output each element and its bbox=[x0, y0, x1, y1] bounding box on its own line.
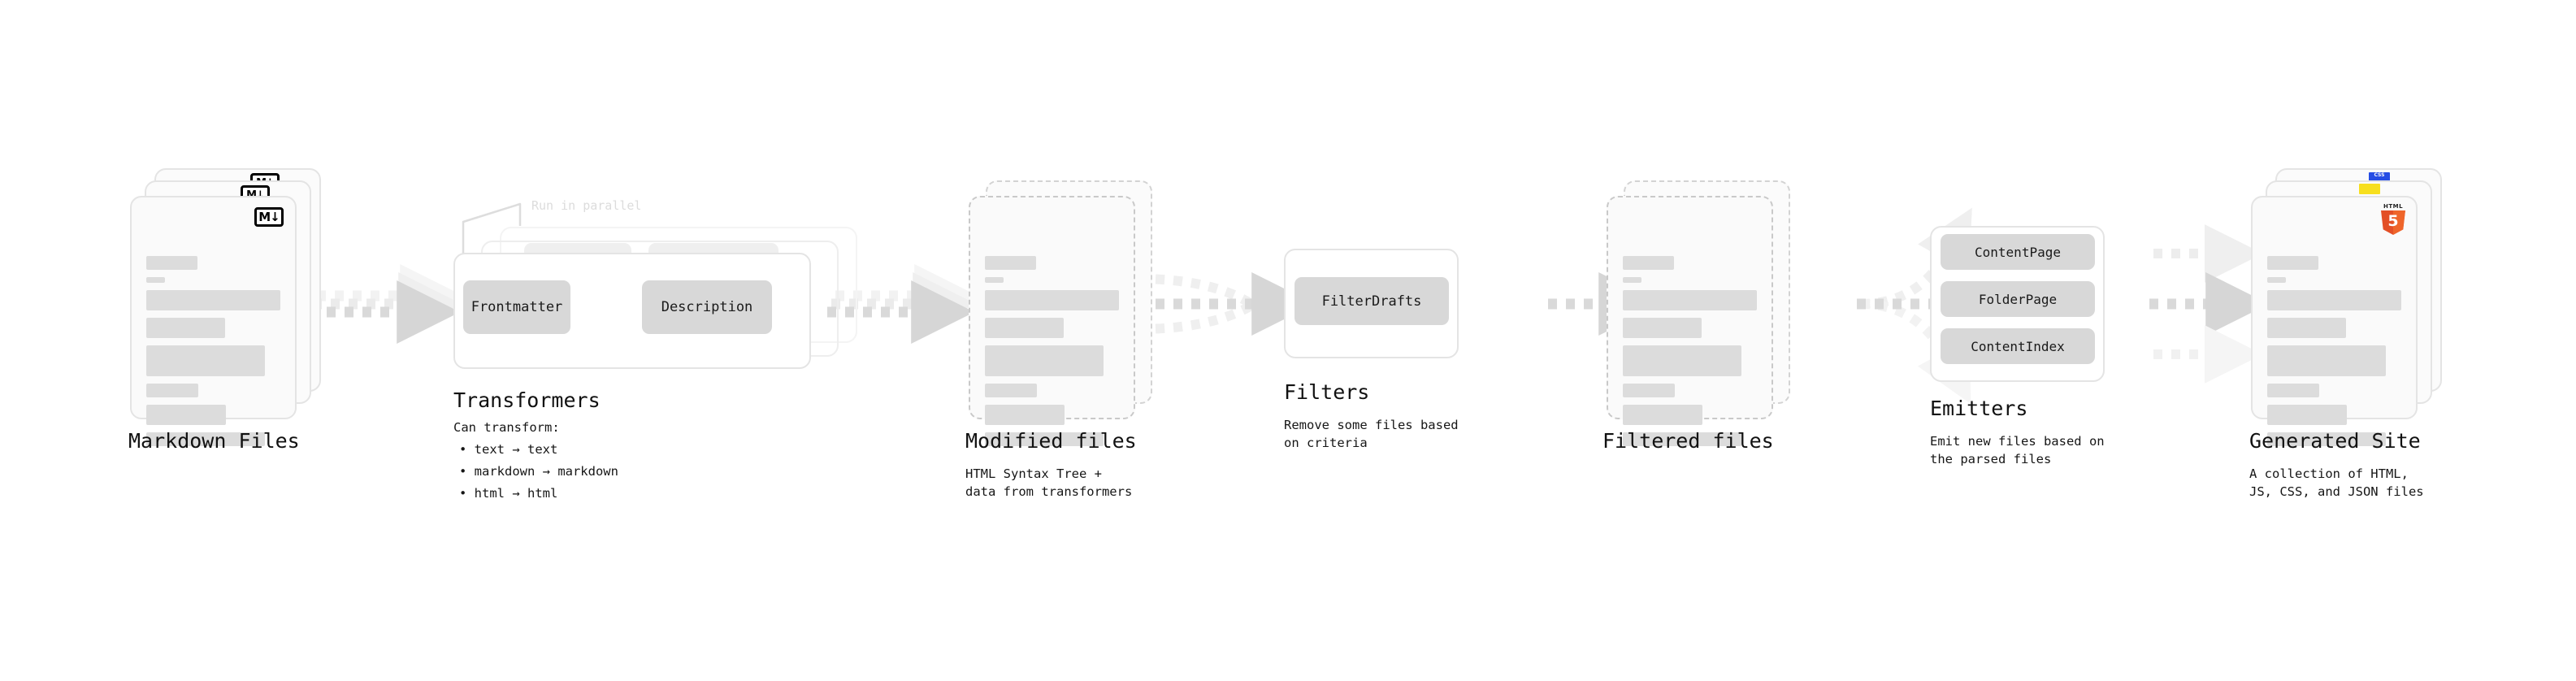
file-skeleton-bars bbox=[1623, 232, 1757, 453]
arrow-modified-to-filters bbox=[1137, 272, 1316, 336]
file-skeleton-bars bbox=[2267, 232, 2401, 453]
site-file-card-front: HTML 5 bbox=[2251, 196, 2418, 446]
stage-title-modified-files: Modified files bbox=[965, 429, 1137, 453]
stage-title-markdown-files: Markdown Files bbox=[128, 429, 300, 453]
html5-icon: HTML 5 bbox=[2380, 204, 2406, 235]
modified-files-subtitle: HTML Syntax Tree + data from transformer… bbox=[965, 466, 1133, 499]
filter-node-filterdrafts[interactable]: FilterDrafts bbox=[1295, 277, 1449, 325]
markdown-file-card-front: M↓ bbox=[130, 196, 297, 446]
file-skeleton-bars bbox=[985, 232, 1119, 453]
emitter-node-contentpage[interactable]: ContentPage bbox=[1941, 234, 2095, 270]
modified-file-card-front bbox=[969, 196, 1135, 446]
stage-title-emitters: Emitters bbox=[1930, 397, 2028, 420]
css-icon: CSS bbox=[2369, 172, 2390, 182]
transformer-node-description[interactable]: Description bbox=[642, 280, 772, 334]
emitter-node-contentindex[interactable]: ContentIndex bbox=[1941, 328, 2095, 364]
generated-site-subtitle: A collection of HTML, JS, CSS, and JSON … bbox=[2249, 466, 2424, 499]
stage-title-generated-site: Generated Site bbox=[2249, 429, 2421, 453]
file-skeleton-bars bbox=[146, 232, 280, 453]
js-icon bbox=[2359, 184, 2380, 194]
html5-word: HTML bbox=[2383, 203, 2404, 210]
stage-title-filtered-files: Filtered files bbox=[1602, 429, 1774, 453]
markdown-icon: M↓ bbox=[254, 207, 284, 227]
transformers-bullet-1: • markdown → markdown bbox=[459, 464, 618, 479]
transformers-bullet-0: • text → text bbox=[459, 442, 558, 457]
arrow-markdown-to-transformers bbox=[309, 264, 464, 344]
transformers-subtitle: Can transform: bbox=[453, 420, 560, 435]
emitter-node-folderpage[interactable]: FolderPage bbox=[1941, 281, 2095, 317]
filtered-file-card-front bbox=[1607, 196, 1773, 446]
stage-title-transformers: Transformers bbox=[453, 388, 601, 412]
transformer-node-frontmatter[interactable]: Frontmatter bbox=[463, 280, 570, 334]
arrow-emitters-to-site bbox=[2149, 224, 2270, 384]
html5-digit: 5 bbox=[2387, 211, 2399, 230]
run-in-parallel-label: Run in parallel bbox=[531, 198, 642, 213]
filters-subtitle: Remove some files based on criteria bbox=[1284, 418, 1459, 450]
stage-title-filters: Filters bbox=[1284, 380, 1370, 404]
emitters-subtitle: Emit new files based on the parsed files bbox=[1930, 434, 2105, 466]
transformers-bullet-2: • html → html bbox=[459, 486, 558, 501]
